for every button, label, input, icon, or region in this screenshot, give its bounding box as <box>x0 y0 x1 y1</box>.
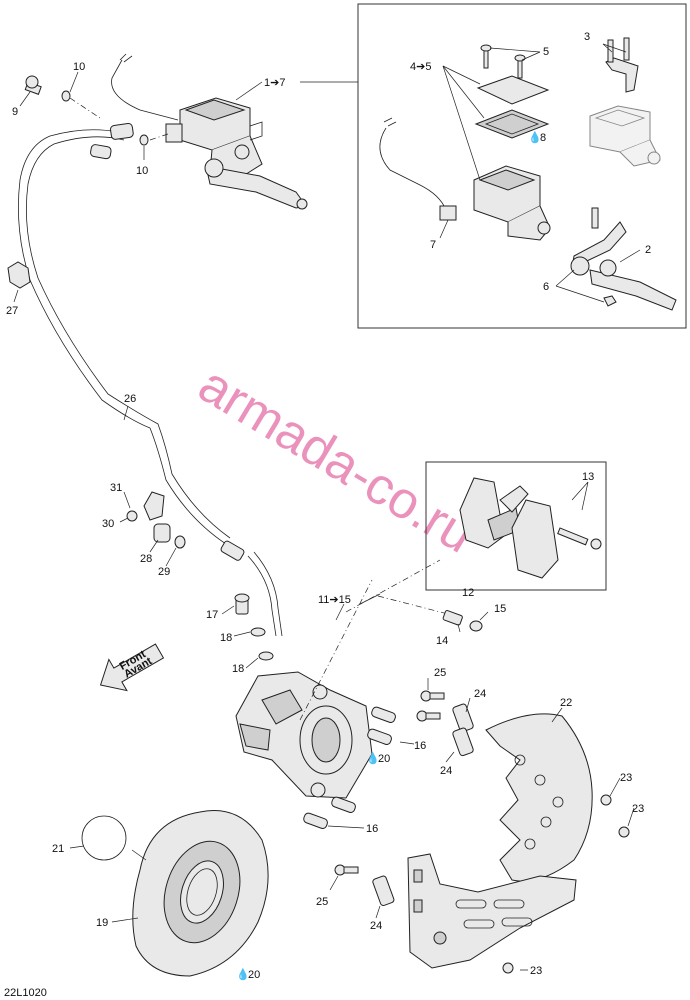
callout-31: 31 <box>110 482 122 494</box>
drawing-code: 22L1020 <box>4 987 47 999</box>
callout-3: 3 <box>584 31 590 43</box>
callout-7: 7 <box>430 239 436 251</box>
callout-21: 21 <box>52 843 64 855</box>
ghost-master-cylinder <box>589 105 661 167</box>
brake-hose <box>17 122 283 637</box>
inset-brake-lever <box>570 207 677 311</box>
lever-knob <box>296 198 308 210</box>
callout-13: 13 <box>582 471 594 483</box>
hose-clamp <box>143 491 165 521</box>
cover-screw-right <box>514 54 526 79</box>
callout-23-bottom: 23 <box>530 965 542 977</box>
front-direction-arrow: Front Avant <box>99 643 165 692</box>
fluid-icon-disc: 💧 <box>236 968 250 981</box>
callout-10-top: 10 <box>73 61 85 73</box>
callout-10-master: 10 <box>136 165 148 177</box>
callout-27: 27 <box>6 305 18 317</box>
spacer-upper <box>452 703 474 733</box>
callout-9: 9 <box>12 106 18 118</box>
callout-22: 22 <box>560 697 572 709</box>
callout-19: 19 <box>96 917 108 929</box>
master-cylinder-inset: 4➔5 5 3 💧 8 7 2 6 <box>357 3 687 329</box>
hose-clip <box>7 261 31 289</box>
callout-11-15: 11➔15 <box>318 594 351 606</box>
watermark: armada-co.ru <box>189 356 484 565</box>
brake-pad-outer <box>511 499 559 579</box>
callout-1-7: 1➔7 <box>264 77 285 89</box>
callout-20-disc: 20 <box>248 969 260 981</box>
brake-light-switch-wire <box>379 127 447 211</box>
cover-screw-left <box>480 44 492 69</box>
fluid-icon: 💧 <box>528 131 542 144</box>
clamp-nut <box>126 510 138 522</box>
callout-20-caliper: 20 <box>378 753 390 765</box>
switch-wire <box>111 59 179 121</box>
caliper-bolts-lower <box>303 796 356 829</box>
o-ring <box>81 815 127 861</box>
fluid-icon-caliper: 💧 <box>366 752 380 765</box>
reservoir-cover <box>476 75 550 105</box>
callout-6: 6 <box>543 281 549 293</box>
guard-bracket <box>407 853 577 969</box>
pad-pin <box>557 527 602 550</box>
clamp-spacer <box>153 523 171 543</box>
callout-29: 29 <box>158 566 170 578</box>
callout-2: 2 <box>645 244 651 256</box>
lever-nut <box>603 295 617 307</box>
callout-17: 17 <box>206 609 218 621</box>
callout-24-lower: 24 <box>370 920 382 932</box>
callout-8: 8 <box>540 132 546 144</box>
callout-25-lower: 25 <box>316 896 328 908</box>
callout-5: 5 <box>543 46 549 58</box>
handlebar-clamp <box>605 37 639 93</box>
bleeder-cap <box>469 620 483 632</box>
callout-26: 26 <box>124 393 136 405</box>
master-cylinder-assembly <box>165 97 308 210</box>
callout-16-upper: 16 <box>414 740 426 752</box>
callout-4-5: 4➔5 <box>410 61 431 73</box>
sealing-washer-top <box>61 90 71 102</box>
callout-23-top: 23 <box>620 772 632 784</box>
caliper-banjo-bolt <box>234 593 250 615</box>
callout-28: 28 <box>140 553 152 565</box>
callout-12: 12 <box>462 587 474 599</box>
caliper-washer-bottom <box>258 651 274 661</box>
guard-screws <box>502 794 630 974</box>
callout-23-middle: 23 <box>632 803 644 815</box>
reservoir-body <box>473 165 551 241</box>
banjo-bolt <box>24 75 42 95</box>
spacer-middle <box>452 727 474 757</box>
bleeder-valve <box>442 610 463 626</box>
guard-bolt-lower <box>334 864 359 876</box>
callout-16-lower: 16 <box>366 823 378 835</box>
callout-18-bottom: 18 <box>232 663 244 675</box>
sealing-washer-master <box>139 134 149 146</box>
disc-guard <box>485 713 593 882</box>
brake-caliper <box>235 579 373 799</box>
callout-15: 15 <box>494 603 506 615</box>
brake-pads-inset: 13 12 <box>425 461 607 599</box>
callout-24-middle: 24 <box>440 765 452 777</box>
spacer-lower <box>372 875 395 906</box>
caliper-bolts-upper <box>367 706 396 745</box>
caliper-washer-top <box>250 627 266 637</box>
brake-disc <box>132 810 269 977</box>
callout-25-upper: 25 <box>434 667 446 679</box>
callout-24-upper: 24 <box>474 688 486 700</box>
callout-18-top: 18 <box>220 632 232 644</box>
callout-14: 14 <box>436 635 448 647</box>
brake-light-switch <box>439 205 457 221</box>
clamp-washer <box>174 535 186 549</box>
callout-30: 30 <box>102 518 114 530</box>
reservoir-diaphragm <box>474 109 550 139</box>
guard-bolt-upper <box>416 690 445 722</box>
